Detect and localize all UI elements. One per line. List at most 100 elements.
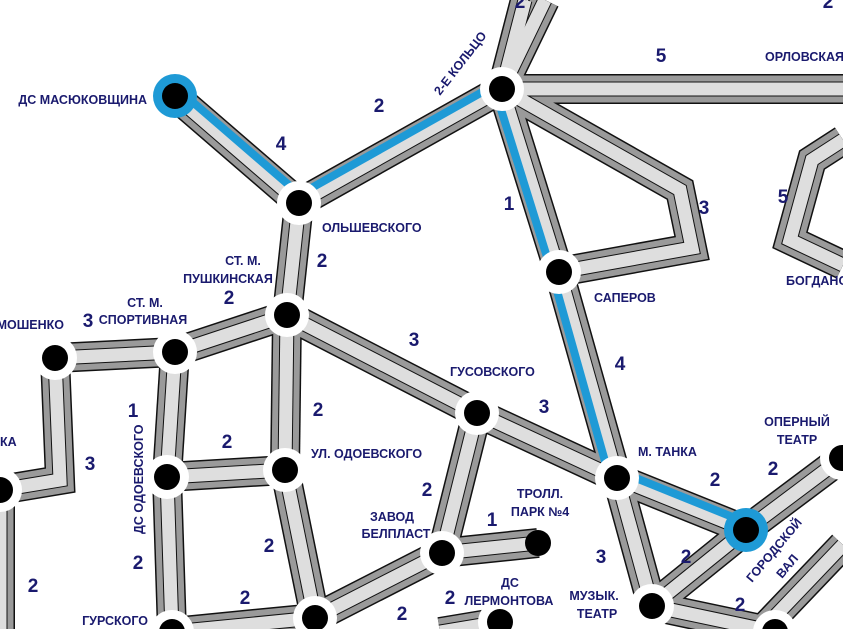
station-muz[interactable] [630, 584, 674, 628]
label-troll-2[interactable]: ПАРК №4 [511, 505, 569, 519]
label-lermontova-1[interactable]: ДС [501, 576, 519, 590]
segment-count: 2 [222, 432, 233, 453]
label-ul-odoevskogo[interactable]: УЛ. ОДОЕВСКОГО [311, 447, 422, 461]
label-moshenko[interactable]: МОШЕНКО [0, 318, 64, 332]
label-zavod-1[interactable]: ЗАВОД [370, 510, 414, 524]
label-ds-odoevskogo[interactable]: ДС ОДОЕВСКОГО [132, 424, 146, 534]
segment-count: 2 [515, 0, 526, 13]
segment-count: 2 [240, 588, 251, 609]
segment-count: 2 [735, 595, 746, 616]
route-band-segment [170, 91, 304, 208]
label-left-station[interactable]: КА [0, 435, 17, 449]
route-band-segment [495, 87, 566, 274]
station-gus[interactable] [455, 391, 499, 435]
segment-count: 2 [264, 536, 275, 557]
route-band-segment [552, 270, 624, 480]
segment-count: 1 [504, 194, 515, 215]
label-muz-2[interactable]: ТЕАТР [577, 607, 617, 621]
station-mosh[interactable] [33, 336, 77, 380]
label-orlovskaya[interactable]: ОРЛОВСКАЯ [765, 50, 843, 64]
label-gurskogo[interactable]: ГУРСКОГО [82, 614, 148, 628]
station-junc[interactable] [293, 596, 337, 629]
station-sport[interactable] [153, 330, 197, 374]
route-band-segment [312, 547, 445, 624]
label-olshevskogo[interactable]: ОЛЬШЕВСКОГО [322, 221, 422, 235]
segment-count: 3 [596, 547, 607, 568]
label-pushkinskaya-1[interactable]: СТ. М. [225, 254, 261, 268]
station-gorval[interactable] [724, 508, 768, 552]
highlighted-route-segment [176, 87, 307, 201]
route-band-segment [435, 411, 484, 555]
highlighted-route [176, 79, 751, 528]
route-band-segment [614, 471, 749, 537]
station-labels: ДС МАСЮКОВЩИНА ОЛЬШЕВСКОГО 2-Е КОЛЬЦО СА… [0, 29, 843, 628]
label-operny-2[interactable]: ТЕАТР [777, 433, 817, 447]
station-tanka[interactable] [595, 456, 639, 500]
segment-count: 1 [128, 401, 139, 422]
segment-count: 3 [539, 397, 550, 418]
label-sportivnaya-2[interactable]: СПОРТИВНАЯ [99, 313, 188, 327]
route-band-segment [610, 476, 659, 608]
segment-count: 1 [487, 510, 498, 531]
station-operny[interactable] [820, 436, 843, 480]
highlighted-route-segment [548, 272, 615, 481]
segment-count: 2 [374, 96, 385, 117]
label-gusovskogo[interactable]: ГУСОВСКОГО [450, 365, 535, 379]
route-band-segment [295, 83, 506, 209]
station-masyuk[interactable] [153, 74, 197, 118]
segment-count: 2 [224, 288, 235, 309]
station-gursk[interactable] [150, 610, 194, 629]
station-lerm[interactable] [478, 600, 522, 629]
label-muz-1[interactable]: МУЗЫК. [569, 589, 618, 603]
segment-count: 3 [83, 311, 94, 332]
segment-count: 5 [656, 46, 667, 67]
segment-count: 4 [276, 134, 287, 155]
station-zavod[interactable] [420, 531, 464, 575]
label-saperov[interactable]: САПЕРОВ [594, 291, 656, 305]
segment-count: 4 [615, 354, 626, 375]
segment-count: 2 [317, 251, 328, 272]
segment-count: 2 [397, 604, 408, 625]
label-zavod-2[interactable]: БЕЛПЛАСТ [362, 527, 431, 541]
station-troll[interactable] [525, 530, 551, 556]
label-operny-1[interactable]: ОПЕРНЫЙ [764, 414, 830, 429]
route-band-segment [284, 309, 480, 419]
station-olsh[interactable] [277, 181, 321, 225]
station-ulod[interactable] [263, 448, 307, 492]
segment-count: 2 [710, 470, 721, 491]
segment-count: 2 [768, 459, 779, 480]
station-br[interactable] [753, 610, 797, 629]
label-pushkinskaya-2[interactable]: ПУШКИНСКАЯ [183, 272, 273, 286]
label-m-tanka[interactable]: М. ТАНКА [638, 445, 697, 459]
station-push[interactable] [265, 293, 309, 337]
route-band-segment [278, 314, 294, 471]
segment-count: 2 [823, 0, 834, 13]
label-troll-1[interactable]: ТРОЛЛ. [517, 487, 563, 501]
segment-count: 3 [85, 454, 96, 475]
station-kolco[interactable] [480, 67, 524, 111]
segment-count: 2 [313, 400, 324, 421]
label-lermontova-2[interactable]: ЛЕРМОНТОВА [465, 594, 554, 608]
station-saperov[interactable] [537, 250, 581, 294]
route-band-segment [171, 611, 316, 629]
segment-count: 2 [445, 588, 456, 609]
route-band-segment [278, 468, 322, 620]
highlighted-route-segment [491, 89, 557, 276]
highlighted-route-segment [293, 79, 501, 201]
stations [0, 67, 843, 629]
segment-count: 5 [778, 187, 789, 208]
segment-count: 2 [133, 553, 144, 574]
label-sportivnaya-1[interactable]: СТ. М. [127, 296, 163, 310]
segment-count: 2 [28, 576, 39, 597]
segment-count: 2 [422, 480, 433, 501]
route-band-segment [160, 476, 179, 629]
segment-count: 3 [699, 198, 710, 219]
highlighted-route-segment [618, 467, 751, 528]
route-band-segment [782, 134, 843, 271]
label-bogdano[interactable]: БОГДАНО [786, 274, 843, 288]
station-left[interactable] [0, 468, 22, 512]
label-masyukovshchina[interactable]: ДС МАСЮКОВЩИНА [18, 93, 147, 107]
station-dsod[interactable] [145, 455, 189, 499]
